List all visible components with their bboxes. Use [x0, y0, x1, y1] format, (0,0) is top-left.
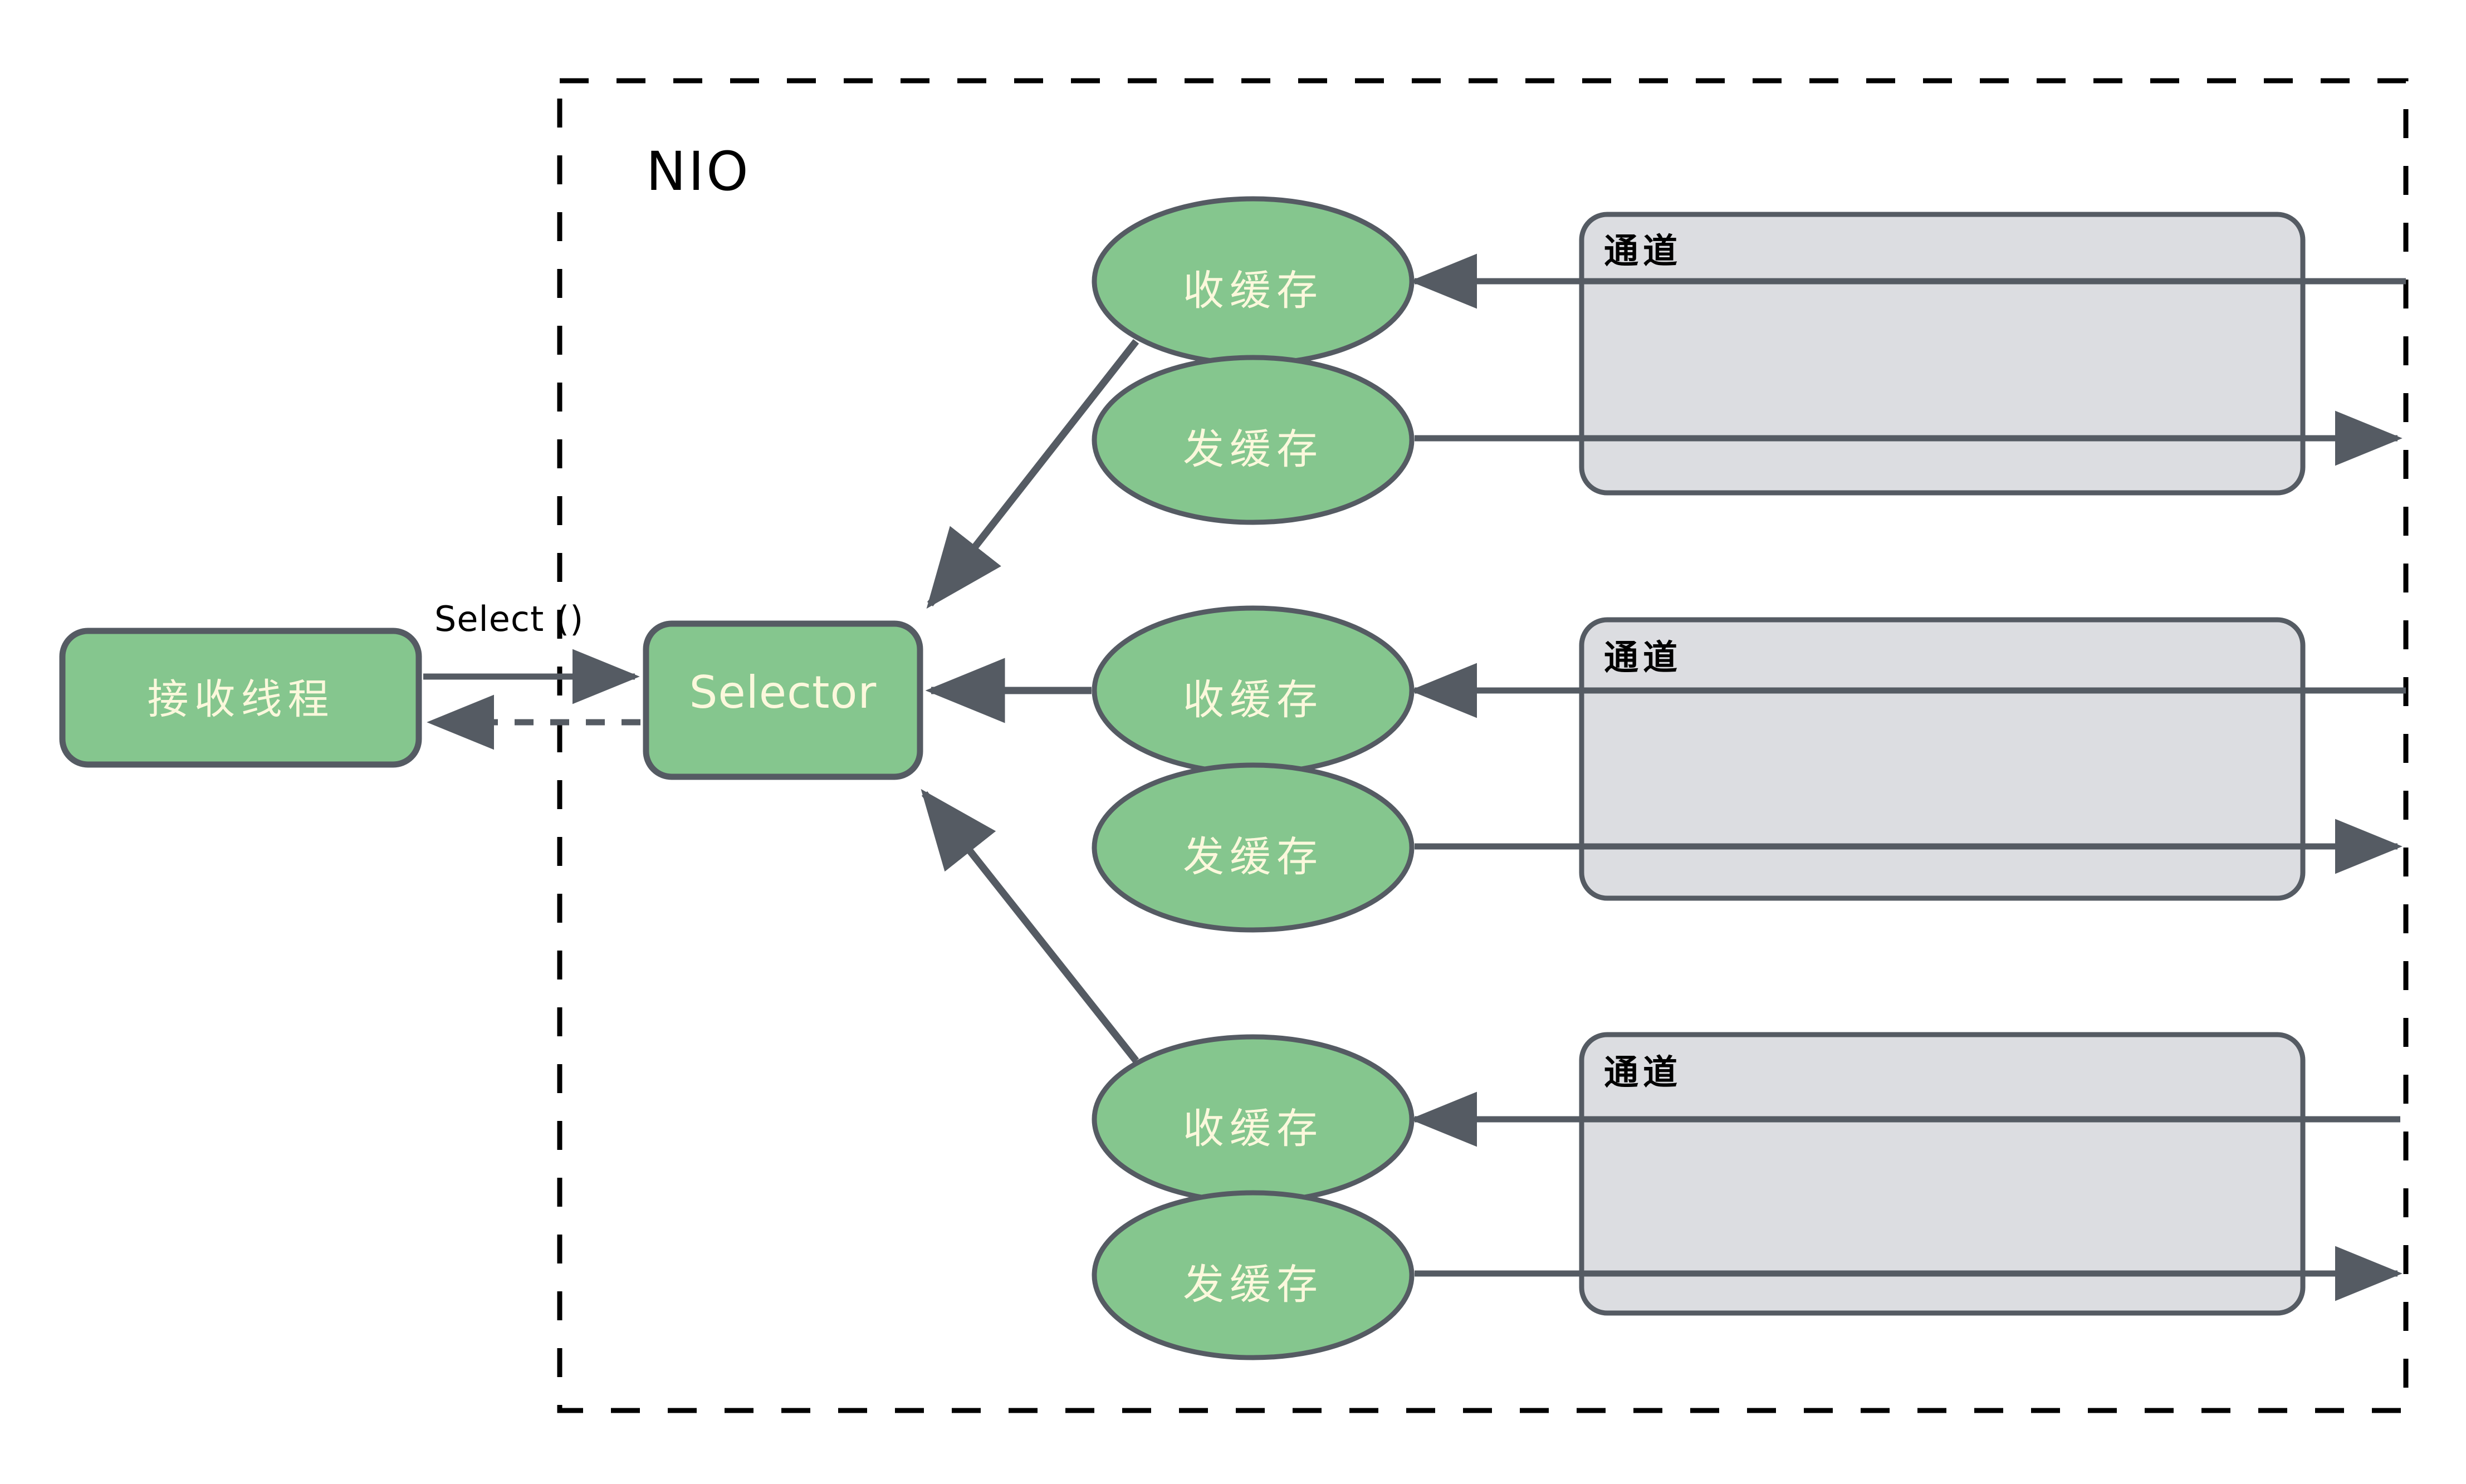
- recv-buffer-ellipse-3: [1092, 1034, 1415, 1204]
- send-buffer-ellipse-2: [1092, 762, 1415, 933]
- recv-to-selector-arrow-1: [926, 339, 1139, 609]
- recv-buffer-ellipse-1: [1092, 196, 1415, 366]
- nio-boundary: [557, 78, 2409, 1413]
- receive-thread-box[interactable]: [59, 628, 422, 768]
- recv-to-selector-arrow-3: [921, 788, 1139, 1064]
- recv-buffer-ellipse-2: [1092, 605, 1415, 776]
- selector-box[interactable]: [643, 620, 923, 780]
- send-buffer-ellipse-1: [1092, 355, 1415, 525]
- send-buffer-ellipse-3: [1092, 1190, 1415, 1360]
- channel-rect-2: [1579, 617, 2306, 901]
- channel-rect-3: [1579, 1032, 2306, 1316]
- channel-rect-1: [1579, 212, 2306, 496]
